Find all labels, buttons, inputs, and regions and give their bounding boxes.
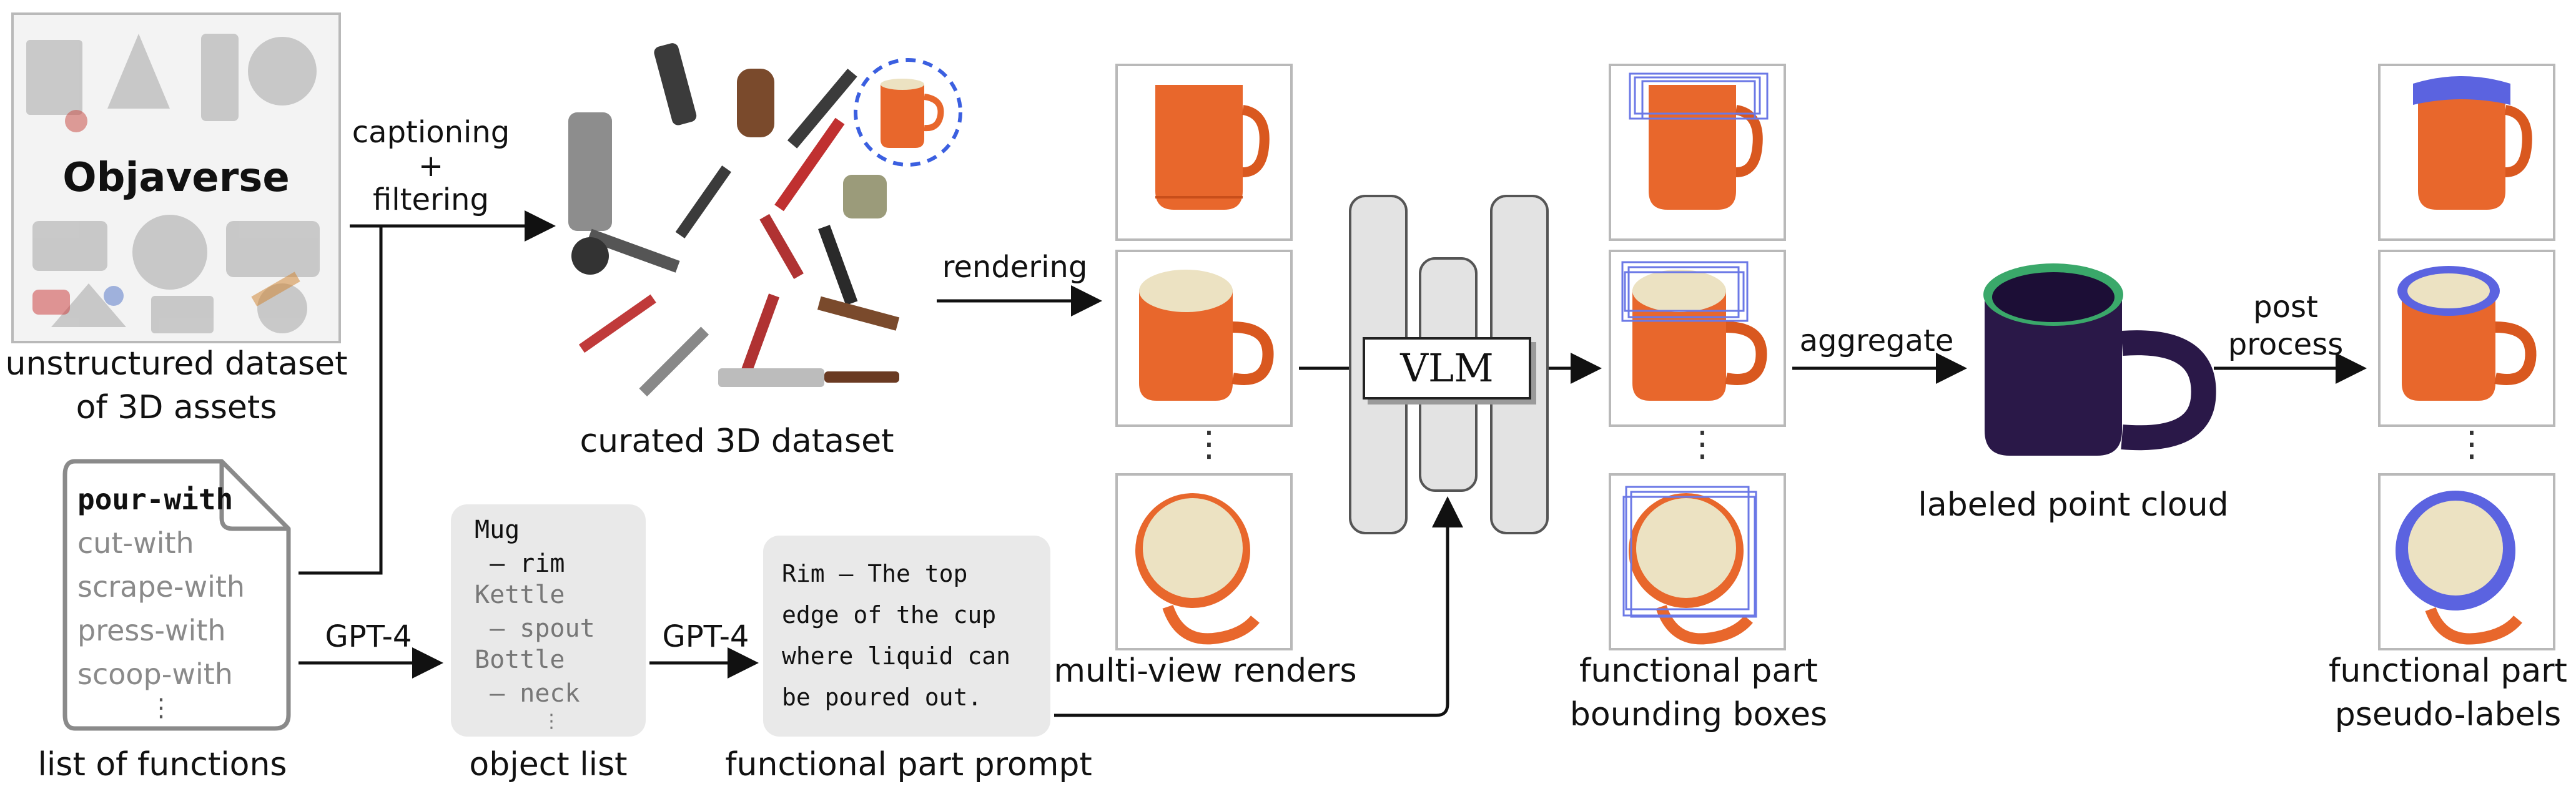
curated-mug [881, 79, 944, 148]
mug-image [2396, 491, 2522, 645]
bbox-overlay [1629, 72, 1769, 120]
vlm-label: VLM [1400, 345, 1494, 391]
pseudo-ellipsis: ⋮ [2454, 424, 2489, 464]
pointcloud-caption: labeled point cloud [1918, 486, 2229, 524]
renders-caption: multi-view renders [1054, 652, 1357, 690]
prompt-line-1: edge of the cup [782, 601, 997, 629]
edge-post-2: process [2228, 327, 2344, 362]
object-list-card [451, 504, 646, 737]
object-line-1: – rim [475, 549, 565, 578]
edge-gpt4-b: GPT-4 [662, 619, 749, 654]
bbox-overlay [1622, 486, 1757, 618]
edge-post-1: post [2253, 290, 2318, 325]
objaverse-title: Objaverse [62, 155, 290, 201]
render-view-1 [1115, 64, 1293, 241]
bbox-caption-1: functional part [1579, 652, 1818, 690]
point-cloud-image [1983, 263, 2216, 456]
vlm-label-box [1363, 337, 1531, 400]
function-item-2: scrape-with [77, 570, 245, 604]
object-line-3: – spout [475, 614, 595, 643]
object-line-2: Kettle [475, 581, 565, 609]
selected-object-highlight [854, 58, 962, 167]
object-line-5: – neck [475, 679, 580, 708]
bbox-view-2 [1609, 250, 1786, 427]
prompt-line-3: be poured out. [782, 684, 982, 711]
mug-image [2397, 266, 2537, 401]
functions-caption: list of functions [37, 746, 287, 783]
prompt-line-2: where liquid can [782, 642, 1011, 670]
mug-image [1155, 85, 1270, 210]
bbox-ellipsis: ⋮ [1685, 424, 1720, 464]
pseudo-caption-1: functional part [2329, 652, 2567, 690]
mug-image [2413, 76, 2532, 210]
object-line-0: Mug [475, 516, 520, 544]
function-ellipsis: ⋮ [149, 694, 174, 722]
mug-image [1621, 261, 1767, 401]
object-line-4: Bottle [475, 645, 565, 674]
curated-caption: curated 3D dataset [580, 423, 894, 460]
line-functions-up [299, 226, 383, 575]
object-list-caption: object list [469, 746, 628, 783]
edge-captioning-3: filtering [373, 182, 489, 217]
objaverse-panel [11, 12, 341, 343]
prompt-card [763, 536, 1050, 737]
objaverse-caption-1: unstructured dataset [5, 345, 348, 383]
bbox-overlay [1621, 261, 1749, 322]
pseudo-view-3 [2378, 473, 2555, 650]
function-item-4: scoop-with [77, 657, 233, 691]
bbox-caption-2: bounding boxes [1569, 696, 1828, 733]
prompt-caption: functional part prompt [725, 746, 1092, 783]
bbox-view-3 [1609, 473, 1786, 650]
bbox-view-1 [1609, 64, 1786, 241]
mug-image [1622, 486, 1757, 645]
function-item-1: cut-with [77, 526, 194, 560]
mug-image [1139, 270, 1274, 401]
curated-collection [568, 43, 962, 397]
objaverse-collage [26, 34, 320, 333]
mug-image [1135, 493, 1260, 645]
edge-rendering: rendering [942, 250, 1088, 285]
prompt-line-0: Rim – The top [782, 560, 968, 587]
pseudo-caption-2: pseudo-labels [2334, 696, 2562, 733]
function-item-0: pour-with [77, 483, 234, 516]
arrow-prompt-vlm [1054, 496, 1463, 717]
object-ellipsis: ⋮ [542, 710, 561, 732]
document-icon [62, 459, 291, 731]
render-view-2 [1115, 250, 1293, 427]
edge-aggregate: aggregate [1799, 323, 1954, 358]
edge-captioning-1: captioning [352, 115, 510, 150]
rim-label [2413, 76, 2510, 105]
renders-ellipsis: ⋮ [1192, 424, 1226, 464]
objaverse-caption-2: of 3D assets [76, 389, 277, 426]
edge-gpt4-a: GPT-4 [325, 619, 412, 654]
render-view-3 [1115, 473, 1293, 650]
function-item-3: press-with [77, 614, 226, 647]
mug-image [1629, 72, 1769, 210]
pseudo-view-1 [2378, 64, 2555, 241]
edge-captioning-2: + [418, 149, 444, 184]
pseudo-view-2 [2378, 250, 2555, 427]
